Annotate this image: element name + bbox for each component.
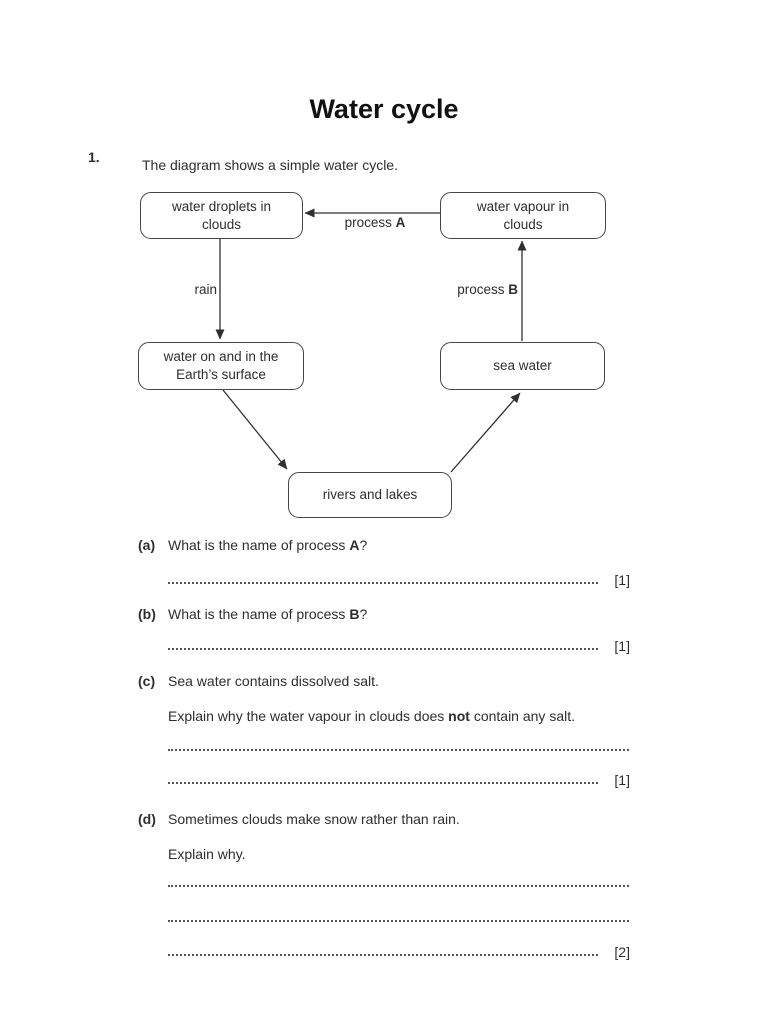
diagram-box-earth-surface: water on and in the Earth’s surface (138, 342, 304, 390)
part-a-label: (a) (138, 537, 156, 553)
answer-line-b: [1] (168, 636, 630, 654)
diagram-box-rivers-lakes: rivers and lakes (288, 472, 452, 518)
box-label-line: rivers and lakes (322, 487, 418, 503)
box-label-line: water droplets in (171, 198, 272, 214)
diagram-box-water-vapour: water vapour in clouds (440, 192, 606, 239)
box-label-line: water on and in the (163, 349, 279, 365)
mark-badge-a: [1] (614, 572, 630, 588)
part-b-text: What is the name of process (168, 606, 350, 622)
dotted-line (168, 954, 598, 956)
part-b-bold-letter: B (349, 606, 360, 622)
part-d-statement: Sometimes clouds make snow rather than r… (168, 811, 460, 827)
part-c-bold-word: not (448, 708, 470, 724)
diagram-box-sea-water: sea water (440, 342, 605, 390)
part-b-text-end: ? (359, 606, 368, 622)
dotted-line (168, 582, 598, 584)
box-label-line: Earth’s surface (176, 367, 266, 382)
process-b-text: process (457, 282, 509, 297)
part-a-text: What is the name of process (168, 537, 350, 553)
dotted-line (168, 648, 598, 650)
answer-line-d1 (168, 873, 629, 887)
process-b-label: process B (425, 282, 518, 297)
process-a-letter: A (395, 215, 406, 230)
mark-badge-c: [1] (614, 772, 630, 788)
page-title: Water cycle (309, 94, 459, 124)
part-b-label: (b) (138, 606, 156, 622)
box-label-line: water vapour in (476, 198, 570, 214)
box-label-line: sea water (493, 358, 552, 374)
part-c-question: Explain why the water vapour in clouds d… (168, 708, 575, 724)
part-c-label: (c) (138, 673, 156, 689)
question-number: 1. (88, 149, 100, 165)
dotted-line (168, 920, 629, 922)
answer-line-c1 (168, 737, 629, 751)
part-a-question: What is the name of process A? (168, 537, 367, 553)
process-b-letter: B (508, 282, 518, 297)
dotted-line (168, 782, 598, 784)
mark-badge-b: [1] (614, 638, 630, 654)
dotted-line (168, 749, 629, 751)
process-a-text: process (344, 215, 396, 230)
part-c-text: Explain why the water vapour in clouds d… (168, 708, 449, 724)
box-label-line: clouds (201, 216, 242, 232)
part-d-question: Explain why. (168, 846, 246, 862)
dotted-line (168, 885, 629, 887)
part-c-text-end: contain any salt. (469, 708, 575, 724)
rain-label: rain (194, 282, 217, 297)
answer-line-d2 (168, 908, 629, 922)
mark-badge-d: [2] (614, 944, 630, 960)
diagram-box-water-droplets: water droplets in clouds (140, 192, 303, 239)
part-d-label: (d) (138, 811, 156, 827)
answer-line-a: [1] (168, 570, 630, 588)
part-a-text-end: ? (359, 537, 368, 553)
part-b-question: What is the name of process B? (168, 606, 367, 622)
part-c-statement: Sea water contains dissolved salt. (168, 673, 379, 689)
part-a-bold-letter: A (349, 537, 360, 553)
process-a-label: process A (330, 215, 420, 230)
answer-line-d3: [2] (168, 942, 630, 960)
box-label-line: clouds (503, 216, 543, 232)
question-intro: The diagram shows a simple water cycle. (142, 157, 398, 173)
answer-line-c2: [1] (168, 770, 630, 788)
